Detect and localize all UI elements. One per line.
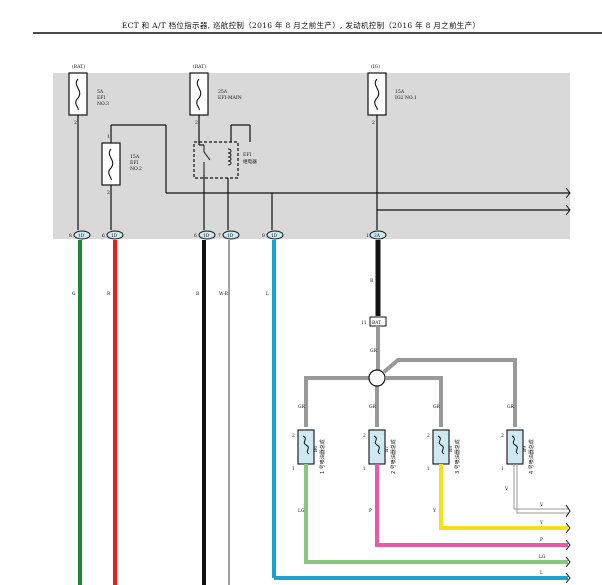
connector-2a-1-pin: 1 — [366, 234, 369, 239]
relay-desc: 继电器 — [243, 158, 257, 165]
wire-label-gr-4: GR — [507, 405, 515, 410]
fuse-efi-main — [189, 72, 209, 116]
fuse-efi-no3 — [68, 72, 88, 116]
wire-label-b1: B — [196, 292, 199, 297]
right-label-lg: LG — [539, 555, 546, 560]
injector-b9-id: B9 — [523, 446, 528, 452]
injector-b8 — [432, 429, 450, 465]
source-label-bat-2: (BAT) — [193, 63, 206, 70]
fuse-efi-no3-pin: 2 — [74, 120, 77, 126]
gray-distribution-wires — [304, 326, 517, 427]
fuse-ig2-no1 — [367, 72, 387, 116]
right-terminals-bottom — [565, 504, 571, 584]
fuse-efi-no2-pin-top: 1 — [107, 134, 110, 140]
injector-b6-pin-top: 2 — [292, 434, 295, 439]
right-label-v: V — [539, 503, 544, 508]
wire-label-gr-3: GR — [433, 405, 441, 410]
bat-junction-pin: 11 — [361, 321, 367, 326]
connector-1d-6b-id: 1D — [203, 234, 210, 239]
fuse-efi-no3-name: EFI — [97, 95, 106, 101]
right-label-y: Y — [539, 521, 543, 526]
injector-b6-label: 1 号喷油器总成 — [319, 439, 326, 474]
injector-b7 — [368, 429, 386, 465]
fuse-efi-no2-amp: 15A — [130, 154, 140, 160]
source-label-ig: (IG) — [371, 63, 380, 70]
injector-b7-id: B7 — [385, 446, 390, 452]
wire-label-b2: B — [370, 279, 373, 284]
connector-1d-6a — [106, 230, 124, 240]
connector-1d-6b — [198, 230, 216, 240]
wire-label-gr-1: GR — [298, 405, 306, 410]
fuse-ig2-no1-pin: 2 — [372, 120, 375, 126]
wire-label-wb: W-B — [219, 292, 228, 297]
wire-label-lg: LG — [298, 509, 305, 514]
wire-label-g: G — [72, 292, 76, 297]
connector-2a-1 — [369, 230, 387, 240]
connector-1d-6b-pin: 6 — [194, 234, 197, 239]
injector-b9-pin-top: 2 — [501, 434, 504, 439]
wire-label-y: Y — [432, 509, 436, 514]
connector-1d-9-pin: 9 — [262, 234, 265, 239]
wire-yellow — [439, 464, 568, 530]
bat-junction-label: BAT — [372, 321, 381, 326]
connector-1d-7-pin: 7 — [218, 234, 221, 239]
injector-b6 — [297, 429, 315, 465]
right-label-p: P — [540, 538, 543, 543]
injector-b9-label: 4 号喷油器总成 — [528, 439, 535, 474]
connector-1d-6a-pin: 6 — [102, 234, 105, 239]
fuse-efi-no2-no: NO.2 — [130, 166, 142, 172]
right-terminals-top — [565, 187, 571, 216]
connector-1d-8-id: 1D — [78, 234, 85, 239]
injector-b8-pin-top: 2 — [427, 434, 430, 439]
connector-1d-6a-id: 1D — [111, 234, 118, 239]
wire-label-v: V — [504, 487, 509, 492]
wire-label-p: P — [369, 509, 372, 514]
connector-1d-8 — [73, 230, 91, 240]
right-label-l: L — [540, 571, 543, 576]
fuse-ig2-no1-name: IG2 NO.1 — [395, 95, 417, 101]
injector-b7-pin-top: 2 — [363, 434, 366, 439]
fuse-efi-main-amp: 25A — [218, 89, 228, 95]
wire-lightgreen — [304, 464, 568, 564]
injector-b6-pin-bot: 1 — [292, 467, 295, 472]
wire-label-gr-main: GR — [370, 349, 378, 354]
injector-b9-pin-bot: 1 — [501, 467, 504, 472]
injector-b7-label: 2 号喷油器总成 — [390, 439, 397, 474]
fuse-efi-no2-name: EFI — [130, 160, 139, 166]
fuse-efi-main-pin: 2 — [195, 120, 198, 126]
connector-2a-1-id: 2A — [374, 234, 381, 239]
injector-b7-pin-bot: 1 — [363, 467, 366, 472]
relay-box-internal-wires — [77, 115, 570, 230]
connector-1d-8-pin: 8 — [69, 234, 72, 239]
injector-b8-label: 3 号喷油器总成 — [454, 439, 461, 474]
injector-b8-id: B8 — [449, 446, 454, 452]
wire-label-l: L — [266, 292, 269, 297]
wire-label-gr-2: GR — [369, 405, 377, 410]
connector-1d-7-id: 1D — [227, 234, 234, 239]
fuse-efi-main-name: EFI-MAIN — [218, 95, 242, 101]
source-label-bat-1: (BAT) — [72, 63, 85, 70]
injector-b6-id: B6 — [314, 446, 319, 452]
wire-violet — [513, 464, 568, 514]
gray-splice-node — [368, 369, 386, 387]
injector-b9 — [506, 429, 524, 465]
wire-label-r: R — [107, 292, 111, 297]
fuse-ig2-no1-amp: 15A — [395, 89, 405, 95]
relay-name: EFI — [243, 152, 252, 158]
injector-b8-pin-bot: 1 — [427, 467, 430, 472]
wire-pink — [375, 464, 568, 547]
relay-box-panel — [53, 73, 570, 239]
connector-1d-7 — [222, 230, 240, 240]
fuse-efi-no2-pin-bot: 2 — [107, 190, 110, 196]
diagram-title: ECT 和 A/T 档位指示器, 巡航控制（2016 年 8 月之前生产）, 发… — [121, 21, 481, 30]
connector-1d-9 — [266, 230, 284, 240]
fuse-efi-no3-no: NO.3 — [97, 101, 109, 107]
fuse-efi-no3-amp: 5A — [97, 89, 104, 95]
fuse-efi-no2 — [101, 142, 121, 186]
efi-relay — [193, 141, 239, 179]
connector-1d-9-id: 1D — [271, 234, 278, 239]
